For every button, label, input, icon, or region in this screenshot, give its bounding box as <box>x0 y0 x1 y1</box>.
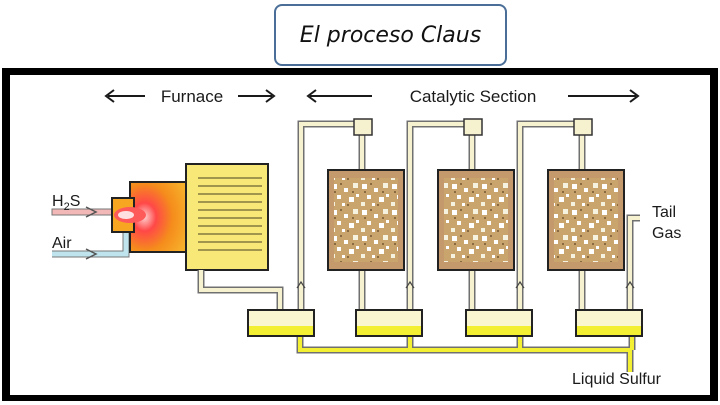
catalytic-reactor-1 <box>327 169 405 271</box>
furnace-label: Furnace <box>161 87 223 106</box>
flame-icon <box>114 207 146 223</box>
gas-label: Gas <box>652 225 681 242</box>
catalytic-section-label: Catalytic Section <box>410 87 537 106</box>
sulfur-condenser-1 <box>247 309 315 337</box>
air-label: Air <box>52 235 72 252</box>
sulfur-condenser-4 <box>575 309 643 337</box>
sulfur-condenser-3 <box>465 309 533 337</box>
left-arrow-icon <box>306 89 372 103</box>
right-arrow-icon <box>568 89 640 103</box>
h2s-label: H2S <box>52 193 80 213</box>
furnace-boiler <box>185 163 269 271</box>
furnace-burner <box>111 181 189 253</box>
catalyst-pellets-icon <box>444 178 508 262</box>
air-feed-line <box>52 230 130 260</box>
liquid-sulfur-label: Liquid Sulfur <box>572 371 662 388</box>
sulfur-condenser-2 <box>355 309 423 337</box>
catalyst-pellets-icon <box>554 178 618 262</box>
catalytic-reactor-3 <box>547 169 625 271</box>
right-arrow-icon <box>238 89 276 103</box>
title-box: El proceso Claus <box>274 4 507 66</box>
furnace-header: Furnace <box>104 87 276 106</box>
page-title: El proceso Claus <box>299 22 482 48</box>
catalyst-pellets-icon <box>334 178 398 262</box>
left-arrow-icon <box>104 89 145 103</box>
catalytic-reactor-2 <box>437 169 515 271</box>
tail-label: Tail <box>652 204 676 221</box>
sulfur-condensers <box>247 309 643 337</box>
reheater-caps <box>353 118 593 136</box>
catalytic-header: Catalytic Section <box>306 87 640 106</box>
